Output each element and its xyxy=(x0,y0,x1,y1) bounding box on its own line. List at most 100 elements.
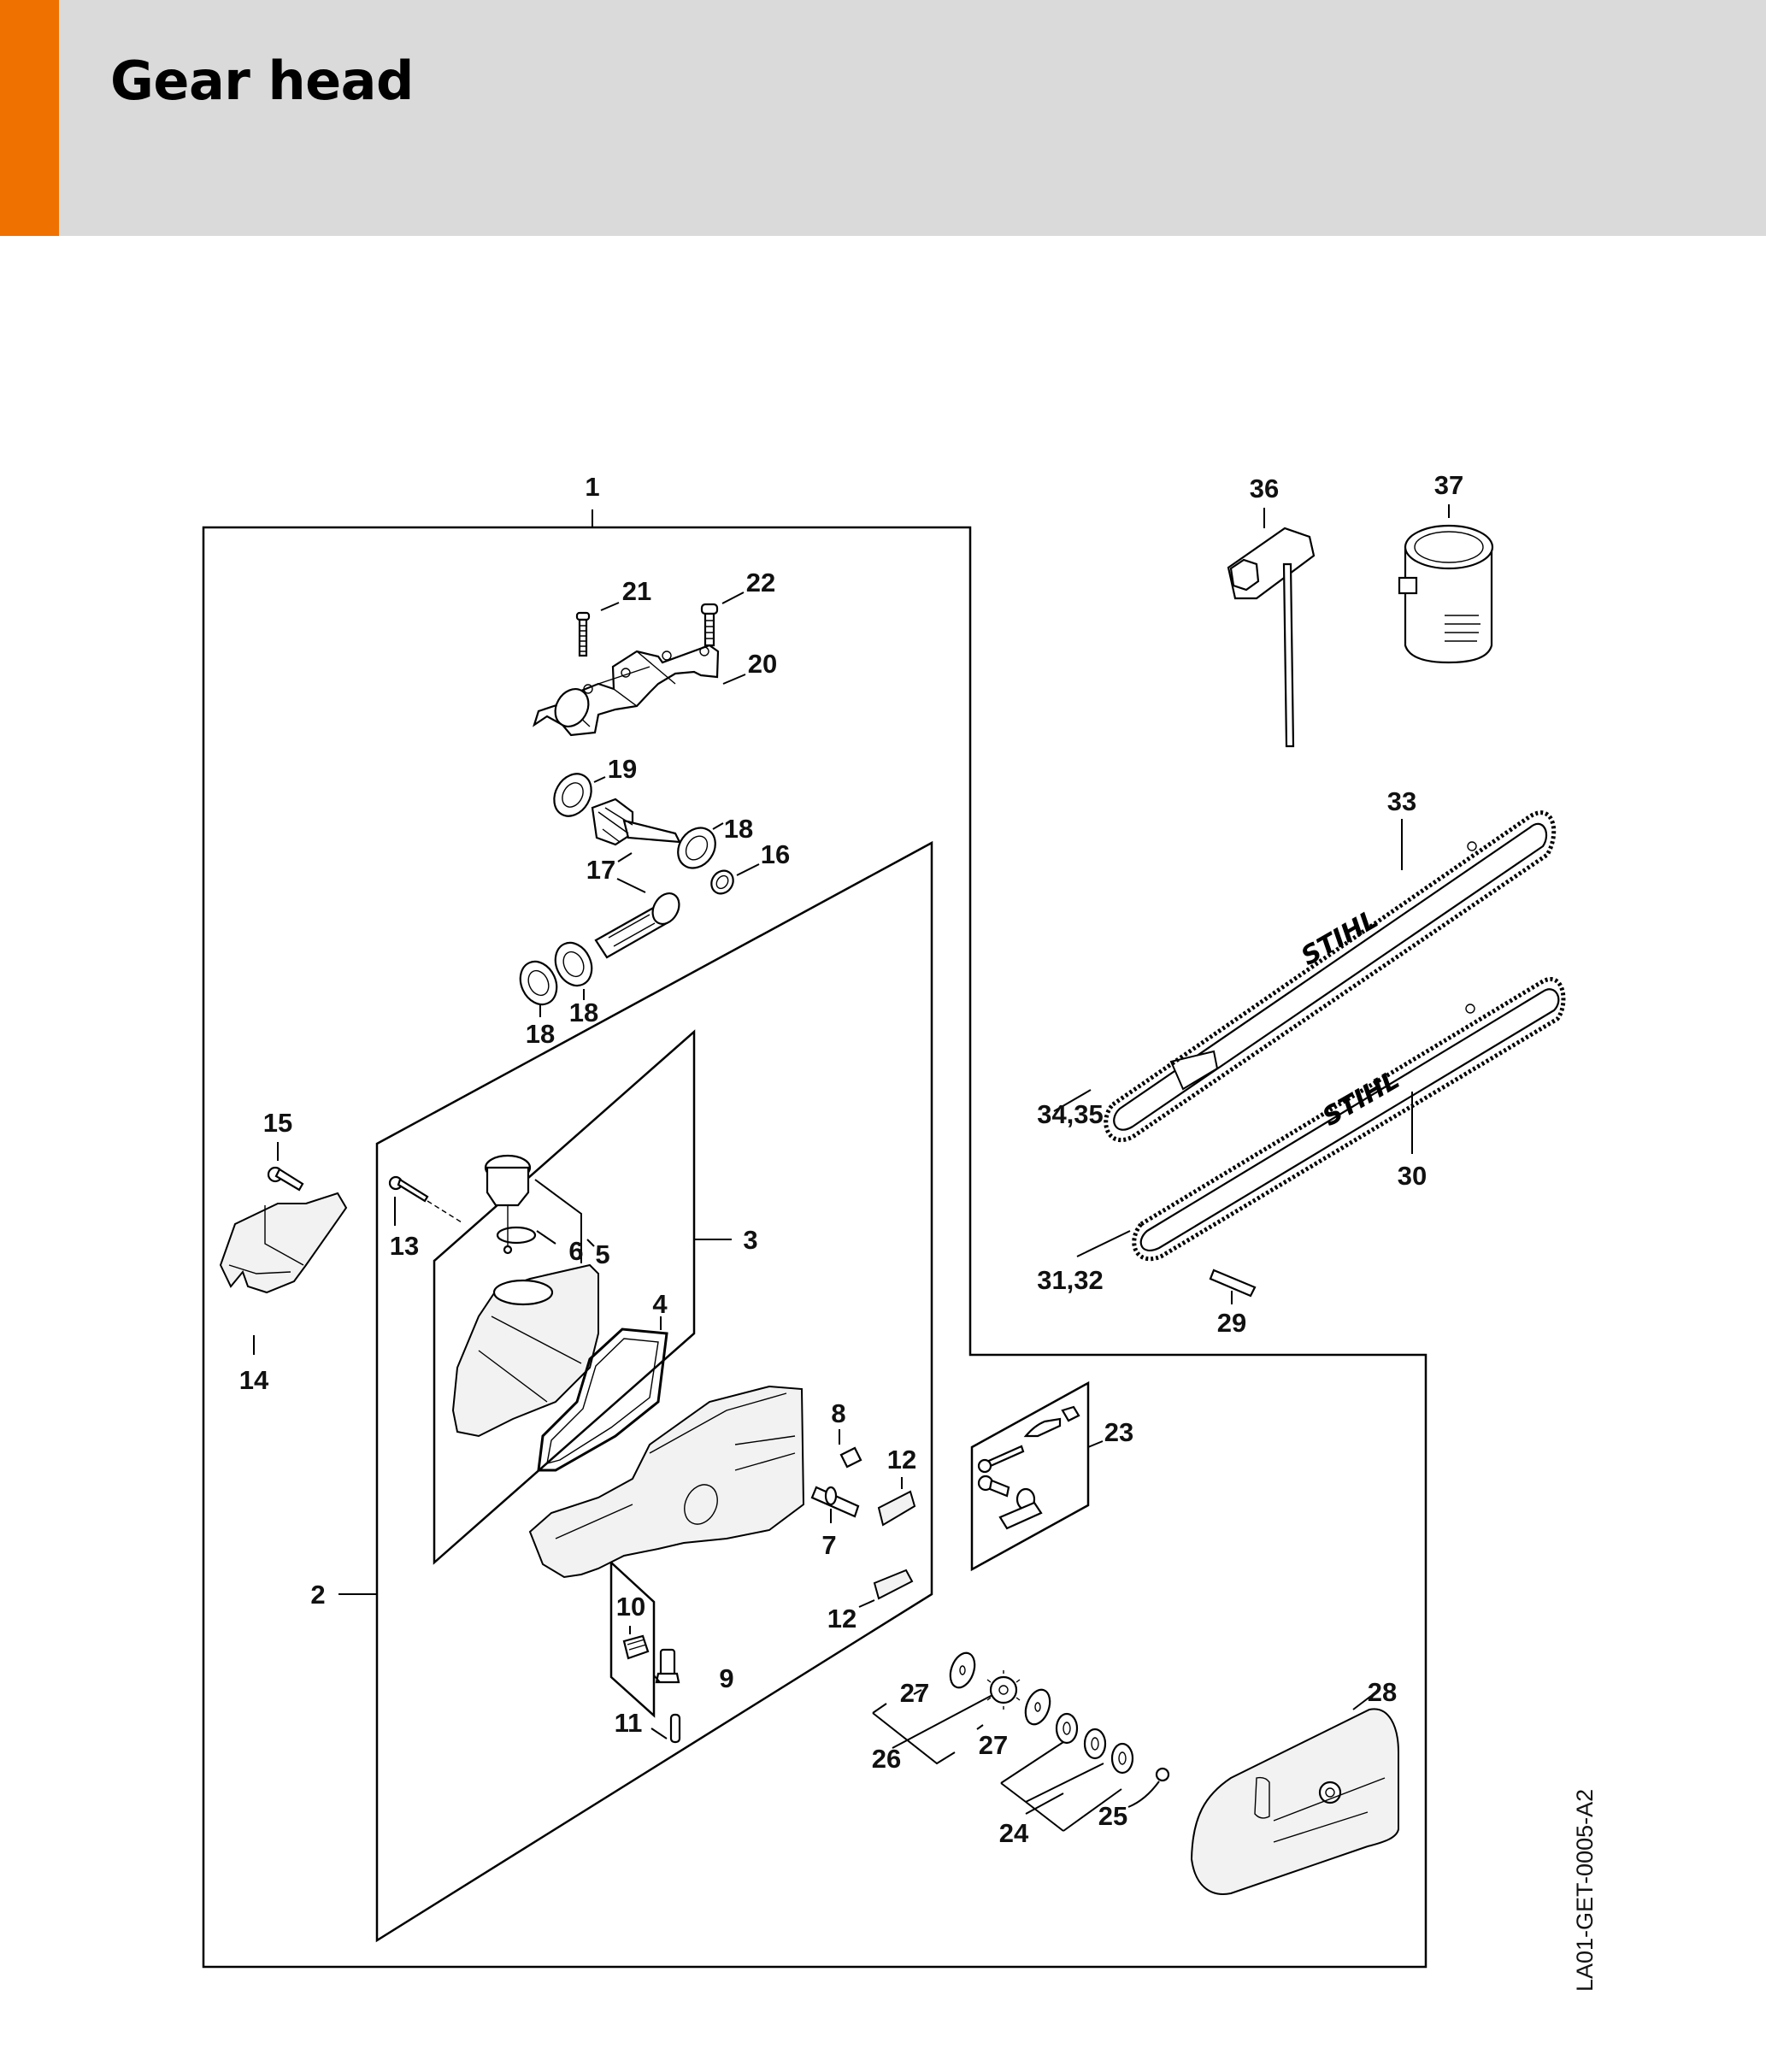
leader-5b xyxy=(586,1239,595,1247)
part-13-screw[interactable] xyxy=(388,1175,429,1203)
leader-27-lower xyxy=(976,1724,984,1730)
callout-1: 1 xyxy=(585,472,599,502)
callout-20: 20 xyxy=(748,649,777,679)
leader-24 xyxy=(1025,1792,1064,1815)
part-17-spline-shaft[interactable] xyxy=(594,889,685,959)
callout-18-lower-right: 18 xyxy=(569,998,598,1027)
part-37-grease-tube[interactable] xyxy=(1398,524,1494,664)
part-17-bevel-gear-shaft[interactable] xyxy=(591,798,681,846)
part-28-sprocket-cover[interactable] xyxy=(1190,1708,1399,1895)
leader-12-lower xyxy=(858,1599,875,1608)
part-15-screw[interactable] xyxy=(267,1166,304,1192)
callout-7: 7 xyxy=(821,1530,836,1560)
part-27-washer-lower[interactable] xyxy=(1021,1686,1055,1728)
callout-15: 15 xyxy=(263,1108,292,1138)
callout-12-upper: 12 xyxy=(887,1445,916,1475)
callout-27-upper: 27 xyxy=(900,1678,929,1708)
part-18-bearing-right[interactable] xyxy=(670,821,722,875)
callout-6: 6 xyxy=(568,1236,583,1266)
part-7-collar-stud[interactable] xyxy=(810,1486,860,1518)
leader-17-lower xyxy=(616,878,646,893)
callout-21: 21 xyxy=(622,576,651,606)
callout-12-lower: 12 xyxy=(827,1604,857,1633)
callout-36: 36 xyxy=(1250,474,1279,503)
callout-27-lower: 27 xyxy=(979,1730,1008,1760)
part-9-nipple[interactable] xyxy=(655,1648,680,1684)
callout-13: 13 xyxy=(390,1231,419,1261)
part-11-pin[interactable] xyxy=(669,1713,681,1744)
callout-19: 19 xyxy=(608,754,637,784)
part-oil-tank[interactable] xyxy=(451,1263,599,1438)
part-30-guide-bar[interactable]: STIHL xyxy=(1139,988,1560,1251)
leader-23 xyxy=(1087,1440,1104,1448)
leader-18-right xyxy=(712,822,724,830)
callout-18-lower-left: 18 xyxy=(526,1019,555,1049)
part-25-screw[interactable] xyxy=(1155,1767,1170,1782)
leader-25 xyxy=(1127,1781,1160,1808)
callout-11: 11 xyxy=(615,1708,643,1738)
leader-16 xyxy=(736,863,760,876)
leader-21 xyxy=(600,602,620,611)
part-12-slide-lower[interactable] xyxy=(873,1569,914,1600)
assembly-frame-3 xyxy=(433,1029,696,1565)
part-8-sleeve[interactable] xyxy=(839,1446,862,1469)
part-12-slide-upper[interactable] xyxy=(877,1490,916,1527)
part-gear-housing[interactable] xyxy=(528,1385,805,1579)
callout-34-35: 34,35 xyxy=(1037,1099,1104,1129)
leader-34-35 xyxy=(1053,1089,1092,1112)
part-26-sprocket[interactable] xyxy=(986,1670,1021,1710)
part-5-oil-tank-cap[interactable] xyxy=(484,1154,532,1255)
leader-19 xyxy=(593,776,606,783)
part-10-filter[interactable] xyxy=(622,1634,650,1660)
callout-16: 16 xyxy=(761,839,790,869)
leader-24-bracket xyxy=(1000,1741,1122,1832)
callout-10: 10 xyxy=(616,1592,645,1622)
part-29-collar-stud[interactable] xyxy=(1209,1269,1257,1298)
callout-22: 22 xyxy=(746,568,775,597)
part-16-oil-seal[interactable] xyxy=(707,867,738,898)
callout-17: 17 xyxy=(586,855,615,885)
part-24-washer-a[interactable] xyxy=(1055,1712,1079,1745)
leader-20 xyxy=(722,674,746,685)
part-21-screw[interactable] xyxy=(575,611,591,657)
page-header: Gear head xyxy=(0,0,1766,236)
leader-9 xyxy=(653,1675,661,1683)
part-19-bearing-ring[interactable] xyxy=(547,767,599,822)
callout-8: 8 xyxy=(831,1398,845,1428)
part-36-combination-wrench[interactable] xyxy=(1227,527,1316,748)
part-33-guide-bar[interactable]: STIHL xyxy=(1113,822,1548,1131)
part-4-gasket[interactable] xyxy=(537,1327,668,1472)
part-24-washer-c[interactable] xyxy=(1110,1742,1134,1775)
part-24-washer-b[interactable] xyxy=(1083,1728,1107,1760)
part-19-bearing[interactable] xyxy=(549,683,595,733)
part-22-screw[interactable] xyxy=(700,603,719,647)
callout-37: 37 xyxy=(1434,470,1463,500)
callout-5: 5 xyxy=(595,1239,609,1269)
leader-26 xyxy=(892,1694,993,1749)
part-27-washer-upper[interactable] xyxy=(946,1650,980,1691)
callout-28: 28 xyxy=(1368,1677,1397,1707)
leader-22 xyxy=(721,592,745,604)
header-accent-bar xyxy=(0,0,59,236)
document-code: LA01-GET-0005-A2 xyxy=(1572,1789,1598,1992)
leader-31-32 xyxy=(1076,1230,1131,1257)
assembly-frame-1 xyxy=(202,526,1428,1969)
leader-6 xyxy=(536,1230,556,1245)
part-14-cover[interactable] xyxy=(219,1192,348,1294)
part-18-bearing-lower-left[interactable] xyxy=(514,956,563,1010)
leader-27a-bracket xyxy=(872,1703,887,1714)
leader-5 xyxy=(534,1179,582,1263)
part-23-chain-tensioner-kit[interactable] xyxy=(977,1405,1080,1530)
leader-27-upper xyxy=(913,1689,922,1695)
leader-28 xyxy=(1352,1695,1372,1710)
callout-33: 33 xyxy=(1387,786,1416,816)
assembly-frame-23 xyxy=(970,1380,1090,1572)
callout-14: 14 xyxy=(239,1365,269,1395)
part-18-bearing-lower-right[interactable] xyxy=(549,937,598,992)
callout-9: 9 xyxy=(719,1663,733,1693)
callout-4: 4 xyxy=(652,1289,668,1319)
part-31-32-saw-chain[interactable] xyxy=(1132,977,1566,1262)
assembly-frame-2 xyxy=(375,840,933,1943)
part-6-o-ring[interactable] xyxy=(496,1226,537,1245)
